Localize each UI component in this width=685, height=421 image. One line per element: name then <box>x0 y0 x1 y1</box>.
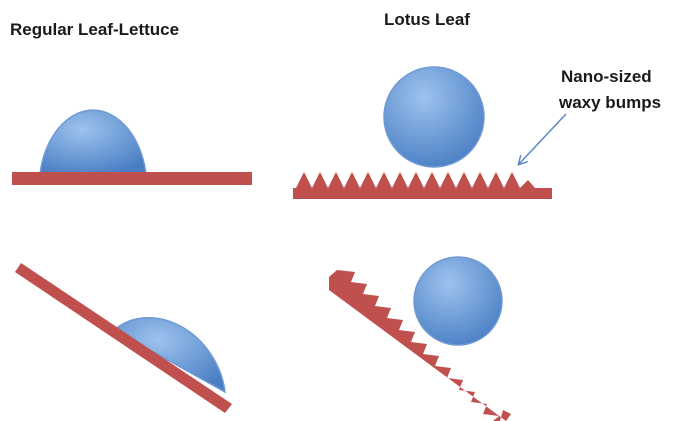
droplet-lotus-flat <box>384 67 484 167</box>
droplet-lotus-tilted <box>414 257 502 345</box>
leaf-regular-flat <box>12 172 252 185</box>
leaf-lotus-flat <box>293 172 552 199</box>
annotation-arrow <box>519 114 566 164</box>
leaf-regular-tilted <box>15 263 232 413</box>
droplet-regular-tilted <box>114 318 225 392</box>
droplet-regular-flat <box>40 110 146 174</box>
